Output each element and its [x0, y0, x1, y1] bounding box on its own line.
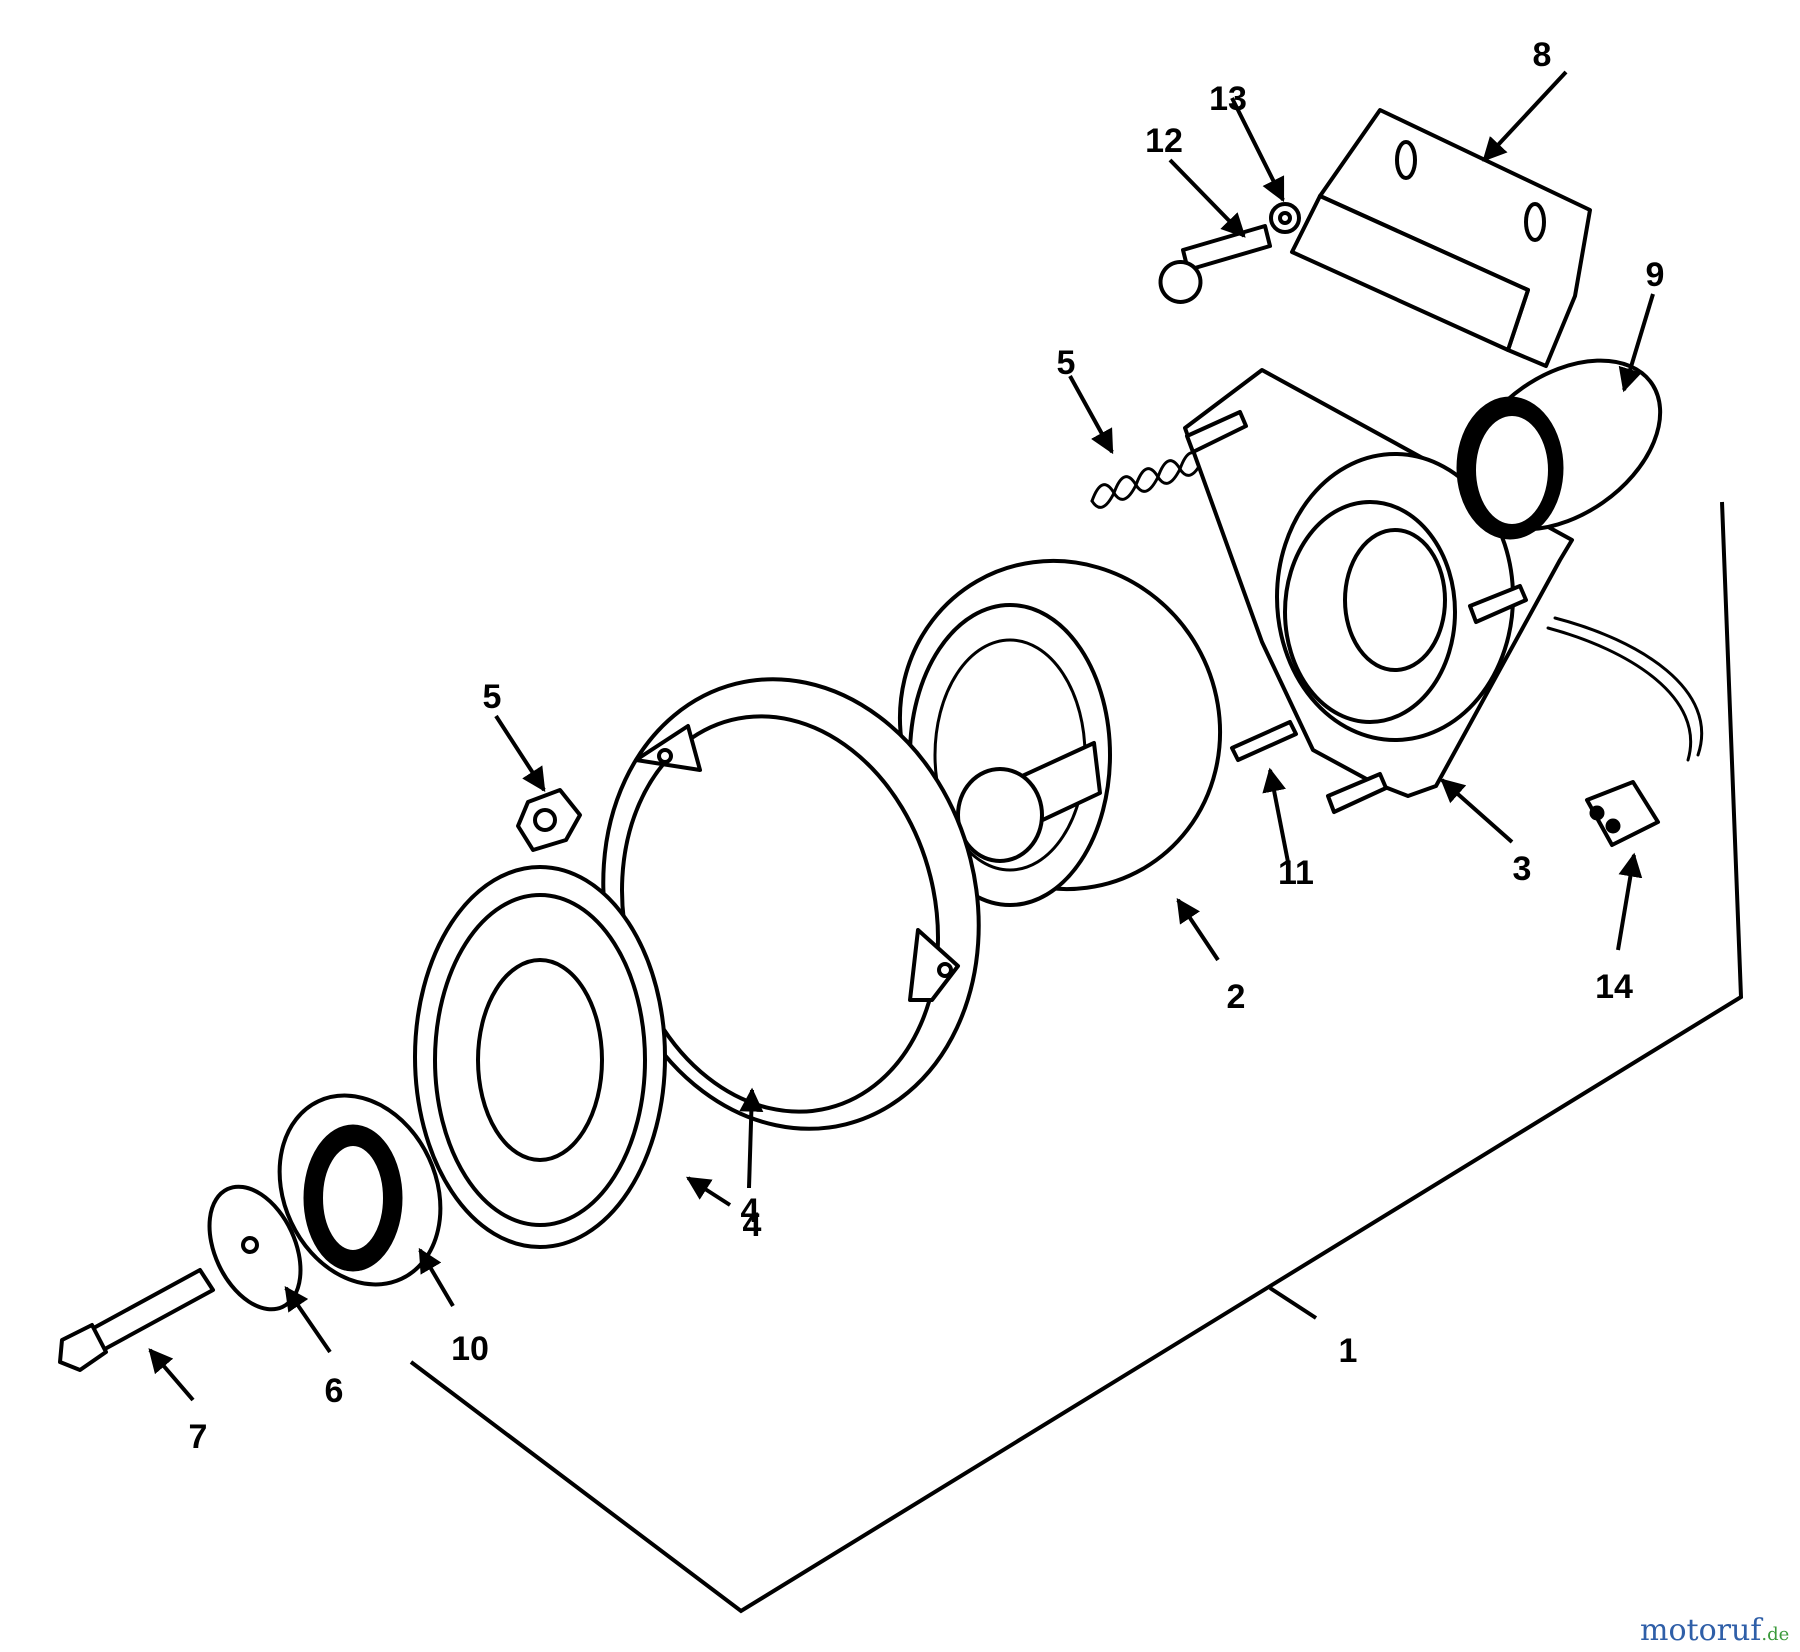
callout-4-upper: 4: [741, 1192, 760, 1230]
callout-14: 14: [1595, 968, 1633, 1006]
bearing-9: [1456, 358, 1663, 540]
callout-11: 11: [1278, 854, 1314, 892]
field-coil-housing: [1183, 368, 1704, 814]
callout-1: 1: [1339, 1332, 1358, 1370]
washer-13: [1269, 202, 1301, 234]
callout-10: 10: [451, 1330, 489, 1368]
washer-6: [207, 1184, 303, 1312]
leader-arrows: [148, 70, 1655, 1402]
clutch-shield: [601, 677, 981, 1131]
callout-9: 9: [1646, 256, 1665, 294]
watermark-suffix: .de: [1761, 1624, 1789, 1645]
connector-14: [1585, 780, 1660, 847]
bolt-7: [58, 1268, 215, 1372]
assembly-bracket-line: [409, 501, 1744, 1614]
callout-5-lower: 5: [483, 678, 502, 716]
mounting-bracket: [1290, 108, 1592, 368]
pulley: [413, 865, 667, 1249]
callout-5-upper: 5: [1057, 344, 1076, 382]
pin-11: [1230, 720, 1298, 762]
nut: [516, 788, 582, 852]
bolt-12: [1158, 224, 1272, 304]
callout-12: 12: [1145, 122, 1183, 160]
callout-4-lower: 4: [743, 1206, 762, 1244]
callout-8: 8: [1533, 36, 1552, 74]
bearing-10: [277, 1093, 443, 1287]
watermark-logo: motoruf.de: [1640, 1613, 1789, 1648]
callout-13: 13: [1209, 80, 1247, 118]
callout-7: 7: [189, 1418, 208, 1456]
callout-labels: 1 2 3 4 4 5 5 6 7 8 9 10 11 12 13 14: [189, 36, 1665, 1456]
callout-2: 2: [1227, 978, 1246, 1016]
callout-6: 6: [325, 1372, 344, 1410]
callout-3: 3: [1513, 850, 1532, 888]
watermark-text: motoruf: [1640, 1613, 1763, 1648]
